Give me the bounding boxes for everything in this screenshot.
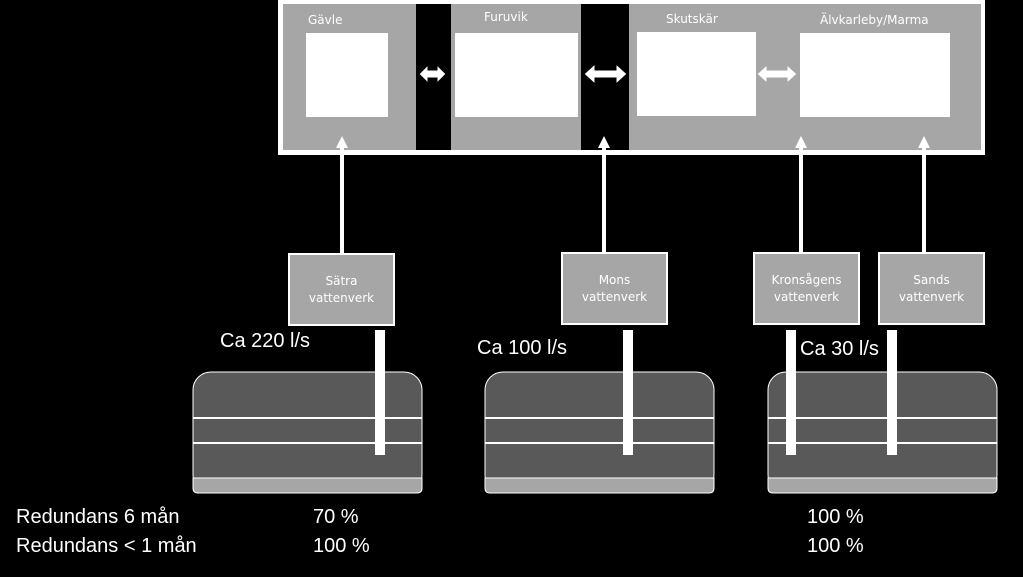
region-label-alvkarleby: Älvkarleby/Marma	[820, 13, 929, 27]
supply-arrow-sands	[918, 136, 930, 254]
well-pipe-mons	[623, 330, 633, 455]
region-box-skutskar	[637, 32, 756, 116]
supply-arrow-mons	[598, 136, 610, 254]
redundancy-6-month-label: Redundans 6 mån	[16, 506, 180, 528]
flow-label-kronsagen-sands: Ca 30 l/s	[800, 338, 879, 360]
plant-satra-line2: vattenverk	[308, 290, 375, 305]
region-label-skutskar: Skutskär	[666, 12, 718, 26]
region-box-gavle	[306, 33, 388, 117]
double-arrow-furuvik-skutskar	[583, 62, 628, 86]
redundancy-1-month-label: Redundans < 1 mån	[16, 535, 197, 557]
redundancy-6-month-col1: 70 %	[313, 506, 359, 528]
plant-mons-line2: vattenverk	[581, 289, 648, 304]
plant-sands-line2: vattenverk	[898, 289, 965, 304]
double-arrow-gavle-furuvik	[418, 63, 447, 85]
plant-satra-line1: Sätra	[325, 273, 358, 288]
plant-mons-line1: Mons	[598, 272, 631, 287]
aquifer-satra	[192, 371, 423, 494]
flow-label-satra: Ca 220 l/s	[220, 330, 311, 352]
well-pipe-kronsagen	[786, 330, 796, 455]
plant-satra: Sätra vattenverk	[288, 253, 395, 326]
flow-label-mons: Ca 100 l/s	[477, 337, 568, 359]
plant-kronsagen: Kronsågens vattenverk	[753, 252, 860, 325]
double-arrow-skutskar-alvkarleby	[756, 63, 798, 85]
region-box-furuvik	[455, 33, 578, 117]
redundancy-1-month-col2: 100 %	[807, 535, 864, 557]
supply-arrow-satra	[336, 136, 348, 254]
well-pipe-sands	[887, 330, 897, 455]
plant-kronsagen-line2: vattenverk	[773, 289, 840, 304]
region-label-furuvik: Furuvik	[484, 10, 528, 24]
aquifer-kronsagen-sands	[767, 371, 998, 494]
plant-sands-line1: Sands	[913, 272, 950, 287]
aquifer-mons	[484, 371, 715, 494]
redundancy-1-month-col1: 100 %	[313, 535, 370, 557]
plant-sands: Sands vattenverk	[878, 252, 985, 325]
region-box-alvkarleby	[800, 33, 950, 117]
region-label-gavle: Gävle	[308, 13, 343, 27]
supply-arrow-kronsagen	[795, 136, 807, 254]
plant-kronsagen-line1: Kronsågens	[771, 272, 842, 287]
plant-mons: Mons vattenverk	[561, 252, 668, 325]
well-pipe-satra	[375, 330, 385, 455]
redundancy-6-month-col2: 100 %	[807, 506, 864, 528]
